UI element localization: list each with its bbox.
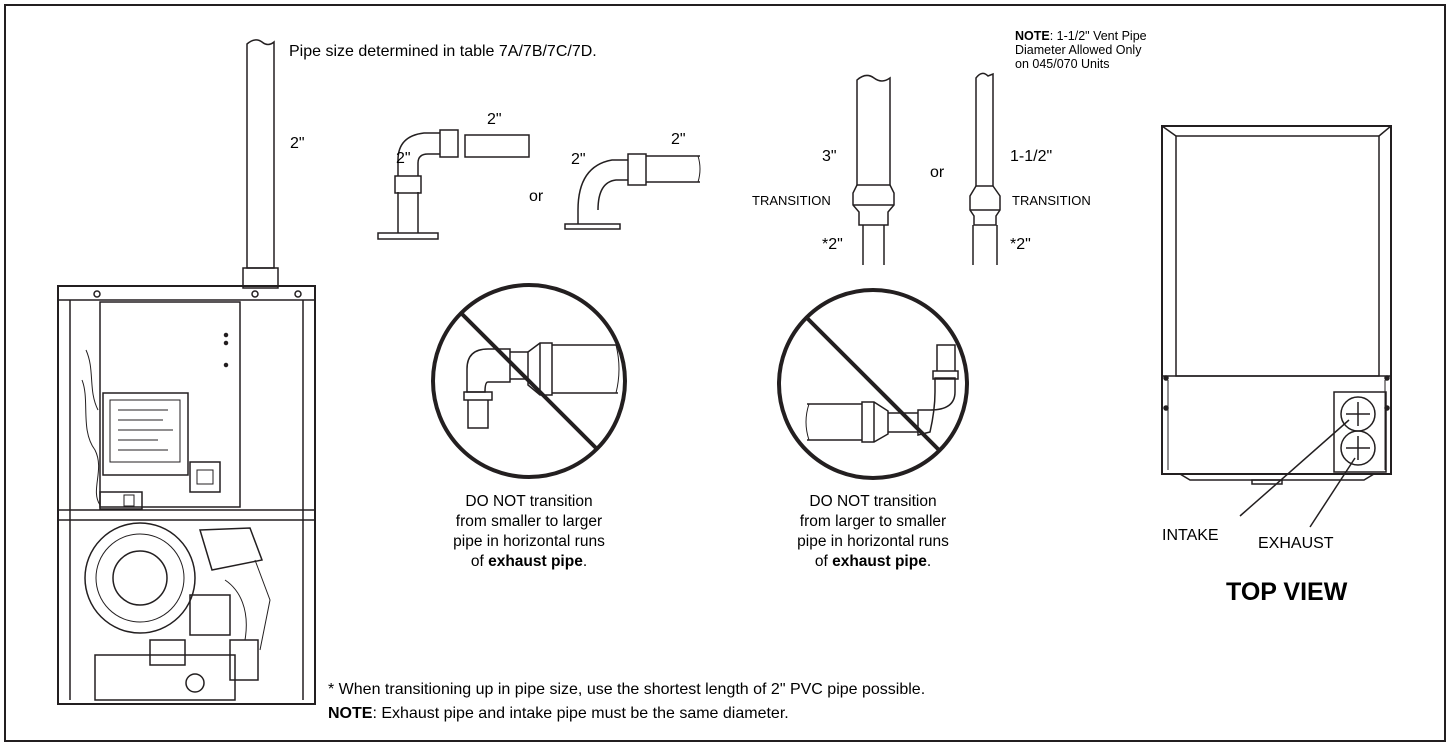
warning-left-line4-suffix: . [582,553,588,570]
footer-note: NOTE: Exhaust pipe and intake pipe must … [328,705,789,723]
prohibited-large-to-small-symbol [777,288,969,480]
intake-label: INTAKE [1162,527,1219,544]
vent-pipe-note-line1: : 1-1/2" Vent Pipe [1049,29,1147,43]
warning-right-line2: from larger to smaller [799,513,947,530]
or-label-transitions: or [930,164,945,181]
diagram-frame [4,4,1446,742]
transition-fitting-1-5in [969,72,1001,265]
exhaust-label: EXHAUST [1258,535,1334,552]
vent-pipe-note-line3: on 045/070 Units [1015,57,1110,71]
transition-1-5in-bottom-size: *2" [1010,236,1031,253]
vent-pipe-note-line2: Diameter Allowed Only [1015,43,1142,57]
transition-1-5in-top-size: 1-1/2" [1010,148,1053,165]
top-view-illustration [1161,125,1392,528]
footer-note-text: : Exhaust pipe and intake pipe must be t… [372,705,789,722]
warning-right-line3: pipe in horizontal runs [797,533,949,550]
vent-pipe-note-label: NOTE [1015,29,1050,43]
warning-left-line2: from smaller to larger [455,513,603,530]
pipe-size-note: Pipe size determined in table 7A/7B/7C/7… [289,43,597,60]
footnote-text: * When transitioning up in pipe size, us… [328,681,926,698]
warning-right-line4-suffix: . [926,553,932,570]
prohibited-small-to-large-symbol [431,283,627,479]
top-view-title: TOP VIEW [1226,578,1348,606]
transition-left-label: TRANSITION [752,193,831,208]
transition-fitting-3in [852,74,895,265]
right-elbow-pipe-size: 2" [671,131,686,148]
or-label-elbows: or [529,188,544,205]
transition-3in-bottom-size: *2" [822,236,843,253]
riser-size-label: 2" [290,135,305,152]
footer-note-label: NOTE [328,705,373,722]
warning-large-to-small: DO NOT transition from larger to smaller… [773,492,973,572]
elbow-fitting-left [377,129,530,240]
left-elbow-pipe-size: 2" [487,111,502,128]
furnace-illustration [57,39,316,705]
transition-right-label: TRANSITION [1012,193,1091,208]
right-elbow-vertical-size: 2" [571,151,586,168]
warning-right-line1: DO NOT transition [809,493,937,510]
warning-left-line4-bold: exhaust pipe [488,553,583,570]
warning-left-line3: pipe in horizontal runs [453,533,605,550]
transition-3in-top-size: 3" [822,148,837,165]
elbow-fitting-right [564,153,701,230]
warning-right-line4-bold: exhaust pipe [832,553,927,570]
warning-left-line4-prefix: of [470,553,489,570]
left-elbow-vertical-size: 2" [396,150,411,167]
warning-small-to-large: DO NOT transition from smaller to larger… [429,492,629,572]
warning-left-line1: DO NOT transition [465,493,593,510]
warning-right-line4-prefix: of [814,553,833,570]
vent-pipe-note: NOTE: 1-1/2" Vent Pipe Diameter Allowed … [1015,29,1147,71]
